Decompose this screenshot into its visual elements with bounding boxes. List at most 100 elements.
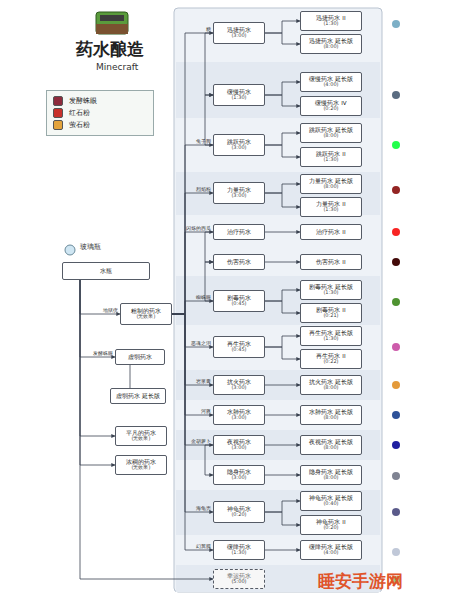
legend-row: 萤石粉 — [53, 119, 147, 131]
upgraded-potion-box: 缓慢药水 IV(0:20) — [300, 96, 362, 116]
duration-text: (1:30) — [231, 550, 246, 556]
duration-text: (3:00) — [231, 145, 246, 151]
upgraded-potion-box: 再生药水 延长版(1:30) — [300, 326, 362, 346]
brew-arrow — [265, 184, 300, 193]
duration-text: (0:22) — [323, 359, 338, 365]
upgraded-potion-box: 迅捷药水 II(1:30) — [300, 11, 362, 31]
brew-arrow — [172, 314, 213, 445]
duration-text: (无效果) — [132, 465, 151, 471]
minecraft-logo — [96, 12, 128, 34]
brew-arrow — [265, 290, 300, 301]
potion-box: 力量药水(3:00) — [213, 182, 265, 204]
brew-arrow — [265, 415, 300, 416]
potion-box: 隐身药水(3:00) — [213, 465, 265, 485]
upgraded-potion-box: 再生药水 II(0:22) — [300, 349, 362, 369]
upgraded-potion-box: 剧毒药水 II(0:21) — [300, 303, 362, 323]
potion-box: 水肺药水(3:00) — [213, 405, 265, 425]
ingredient-label: 糖 — [206, 26, 211, 32]
base-potion-box: 虚弱药水 延长版 — [110, 388, 166, 404]
watermark: 睡安手游网 — [318, 570, 403, 593]
brew-arrow — [205, 95, 213, 145]
duration-text: (0:45) — [231, 347, 246, 353]
upgraded-potion-box: 抗火药水 延长版(8:00) — [300, 375, 362, 395]
legend-swatch — [53, 120, 63, 130]
brew-arrow — [172, 232, 213, 314]
duration-text: (3:00) — [231, 445, 246, 451]
brew-arrow — [265, 95, 300, 106]
legend-box: 发酵蛛眼红石粉萤石粉 — [46, 90, 154, 136]
brew-arrow — [265, 501, 300, 512]
potion-box: 神龟药水(0:20) — [213, 501, 265, 523]
potion-box: 迅捷药水(3:00) — [213, 22, 265, 44]
potion-box: 剧毒药水(0:45) — [213, 290, 265, 312]
upgraded-potion-box: 跳跃药水 II(1:30) — [300, 147, 362, 167]
potion-name: 虚弱药水 — [128, 354, 152, 360]
duration-text: (0:20) — [323, 106, 338, 112]
upgraded-potion-box: 水肺药水 延长版(8:00) — [300, 405, 362, 425]
ingredient-label: 闪烁的西瓜 — [186, 225, 211, 231]
potion-name: 治疗药水 II — [316, 229, 345, 235]
brew-arrow — [80, 280, 115, 357]
duration-text: (8:00) — [323, 415, 338, 421]
upgraded-potion-box: 缓慢药水 延长版(4:00) — [300, 72, 362, 92]
upgraded-potion-box: 力量药水 II(1:30) — [300, 197, 362, 217]
potion-box: 缓降药水(1:30) — [213, 540, 265, 560]
duration-text: (4:00) — [323, 82, 338, 88]
brew-arrow — [265, 21, 300, 33]
potion-name: 水瓶 — [100, 268, 112, 274]
upgraded-potion-box: 神龟药水 II(0:20) — [300, 515, 362, 535]
duration-text: (1:30) — [323, 207, 338, 213]
ingredient-label: 兔子脚 — [196, 138, 211, 144]
brew-arrow — [265, 193, 300, 207]
subtitle: Minecraft — [96, 62, 138, 72]
upgraded-potion-box: 隐身药水 延长版(8:00) — [300, 465, 362, 485]
brew-arrow — [80, 280, 120, 314]
ingredient-label: 金胡萝卜 — [191, 438, 211, 444]
upgraded-potion-box: 伤害药水 II — [300, 254, 362, 270]
potion-box: 再生药水(0:45) — [213, 336, 265, 358]
upgraded-potion-box: 夜视药水 延长版(8:00) — [300, 435, 362, 455]
ingredient-label: 幻翼膜 — [196, 543, 211, 549]
duration-text: (3:00) — [231, 385, 246, 391]
duration-text: (3:00) — [231, 415, 246, 421]
duration-text: (0:40) — [323, 501, 338, 507]
legend-text: 红石粉 — [69, 109, 90, 118]
brew-arrow — [265, 145, 300, 157]
chart-title: 药水酿造 — [76, 38, 144, 61]
base-potion-box: 浓稠的药水(无效果) — [115, 455, 167, 475]
duration-text: (1:30) — [323, 21, 338, 27]
brew-arrow — [172, 33, 213, 314]
legend-row: 发酵蛛眼 — [53, 95, 147, 107]
duration-text: (8:00) — [323, 475, 338, 481]
brew-arrow — [205, 33, 213, 95]
potion-name: 虚弱药水 延长版 — [116, 393, 160, 399]
duration-text: (5:00) — [231, 579, 246, 585]
upgraded-potion-box: 治疗药水 II — [300, 224, 362, 240]
duration-text: (0:20) — [231, 512, 246, 518]
brew-arrow — [265, 301, 300, 313]
duration-text: (8:00) — [323, 44, 338, 50]
brew-arrow — [265, 33, 300, 44]
legend-text: 萤石粉 — [69, 121, 90, 130]
ingredient-label: 河豚 — [201, 408, 211, 414]
ingredient-label: 烈焰粉 — [196, 186, 211, 192]
duration-text: (1:30) — [323, 336, 338, 342]
brew-arrow — [80, 280, 213, 579]
base-potion-box: 水瓶 — [62, 262, 150, 280]
brew-arrow — [265, 385, 300, 386]
upgraded-potion-box: 力量药水 延长版(8:00) — [300, 174, 362, 194]
brew-arrow — [172, 314, 213, 415]
duration-text: (8:00) — [323, 385, 338, 391]
upgraded-potion-box: 神龟药水 延长版(0:40) — [300, 491, 362, 511]
potion-box: 伤害药水 — [213, 254, 265, 270]
duration-text: (4:00) — [323, 550, 338, 556]
duration-text: (3:00) — [231, 33, 246, 39]
legend-swatch — [53, 108, 63, 118]
brew-arrow — [172, 314, 213, 512]
brew-arrow — [172, 314, 213, 347]
brew-arrow — [172, 193, 213, 314]
legend-text: 发酵蛛眼 — [69, 97, 97, 106]
duration-text: (8:00) — [323, 184, 338, 190]
duration-text: (3:00) — [231, 475, 246, 481]
